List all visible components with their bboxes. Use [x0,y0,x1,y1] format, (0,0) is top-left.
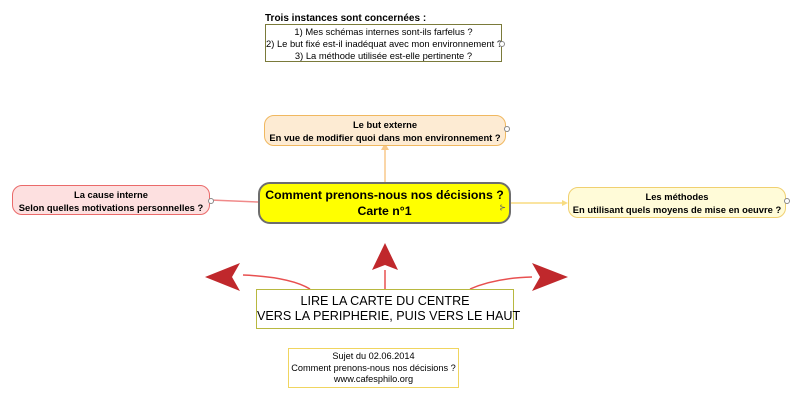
header-title: Trois instances sont concernées : [265,13,427,24]
footer-subject: Comment prenons-nous nos décisions ? [291,362,456,373]
node-title: Le but externe [352,119,418,130]
node-handle-icon[interactable] [208,198,214,204]
central-node[interactable]: Comment prenons-nous nos décisions ? Car… [258,182,511,224]
footer-website: www.cafesphilo.org [333,374,414,384]
node-cause-interne[interactable]: La cause interne Selon quelles motivatio… [12,185,214,215]
node-subtitle: En vue de modifier quoi dans mon environ… [269,131,501,143]
footer-box: Sujet du 02.06.2014 Comment prenons-nous… [288,348,459,388]
branch-icon[interactable]: ⊱ [499,203,506,212]
central-title: Comment prenons-nous nos décisions ? [265,188,504,202]
instances-box: 1) Mes schémas internes sont-ils farfelu… [265,24,505,62]
node-handle-icon[interactable] [504,126,510,132]
instance-item: 1) Mes schémas internes sont-ils farfelu… [294,26,473,37]
node-methodes[interactable]: Les méthodes En utilisant quels moyens d… [568,187,790,218]
node-but-externe[interactable]: Le but externe En vue de modifier quoi d… [264,115,510,146]
instance-item: 2) Le but fixé est-il inadéquat avec mon… [266,38,503,49]
node-handle-icon[interactable] [784,198,790,204]
reading-instruction-box: LIRE LA CARTE DU CENTRE VERS LA PERIPHER… [256,289,521,329]
node-handle-icon[interactable] [499,41,505,47]
node-subtitle: Selon quelles motivations personnelles ? [18,201,204,213]
instruction-line: VERS LA PERIPHERIE, PUIS VERS LE HAUT [257,309,521,323]
central-subtitle: Carte n°1 [357,204,412,218]
node-title: La cause interne [74,189,148,200]
instruction-line: LIRE LA CARTE DU CENTRE [300,294,470,308]
instance-item: 3) La méthode utilisée est-elle pertinen… [294,50,473,61]
node-subtitle: En utilisant quels moyens de mise en oeu… [572,203,782,215]
node-title: Les méthodes [645,191,709,202]
footer-date: Sujet du 02.06.2014 [332,351,415,361]
